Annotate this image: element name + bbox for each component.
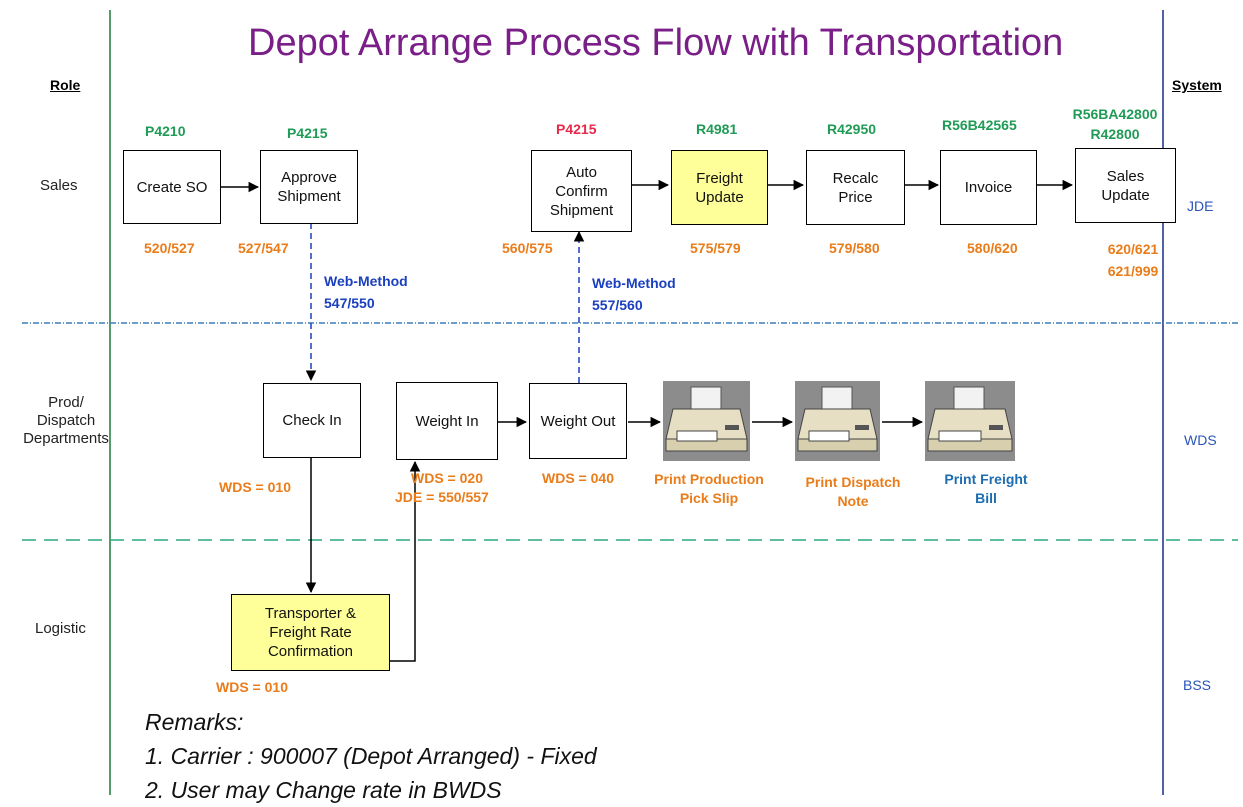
page-title: Depot Arrange Process Flow with Transpor…: [248, 22, 1064, 64]
status-code-stack: WDS = 020 JDE = 550/557: [395, 470, 489, 505]
weight-out-box: Weight Out: [529, 383, 627, 459]
system-jde: JDE: [1187, 198, 1214, 214]
print-dispatch-label: Print Dispatch Note: [805, 474, 901, 509]
print-production-label: Print Production Pick Slip: [654, 471, 764, 506]
web-method-label: Web-Method 557/560: [592, 275, 676, 313]
role-prod-dispatch: Prod/ Dispatch Departments: [23, 394, 109, 447]
program-code: P4215: [556, 121, 597, 137]
printer-icon: [925, 381, 1015, 461]
role-header: Role: [50, 77, 81, 93]
status-code: 579/580: [829, 240, 880, 256]
status-code: 520/527: [144, 240, 195, 256]
system-header: System: [1172, 77, 1222, 93]
print-freight-label: Print Freight Bill: [944, 471, 1028, 506]
program-code: R4981: [696, 121, 738, 137]
create-so-box: Create SO: [123, 150, 221, 224]
role-logistic: Logistic: [35, 620, 86, 637]
transporter-confirmation-box: Transporter & Freight Rate Confirmation: [231, 594, 390, 671]
remarks-item: 2. User may Change rate in BWDS: [145, 777, 502, 803]
remarks-heading: Remarks:: [145, 709, 244, 735]
status-code: WDS = 040: [542, 470, 614, 486]
status-code-stack: 620/621 621/999: [1107, 241, 1159, 279]
system-wds: WDS: [1184, 432, 1217, 448]
status-code: 527/547: [238, 240, 289, 256]
printer-icon: [795, 381, 880, 461]
program-code: R56B42565: [942, 117, 1017, 133]
web-method-label: Web-Method 547/550: [324, 273, 408, 311]
printer-icon: [663, 381, 750, 461]
auto-confirm-shipment-box: Auto Confirm Shipment: [531, 150, 632, 232]
status-code: 580/620: [967, 240, 1018, 256]
approve-shipment-box: Approve Shipment: [260, 150, 358, 224]
status-code: WDS = 010: [219, 479, 291, 495]
sales-update-box: Sales Update: [1075, 148, 1176, 223]
status-code: WDS = 010: [216, 679, 288, 695]
invoice-box: Invoice: [940, 150, 1037, 225]
program-code: R42950: [827, 121, 877, 137]
weight-in-box: Weight In: [396, 382, 498, 460]
system-bss: BSS: [1183, 677, 1212, 693]
freight-update-box: Freight Update: [671, 150, 768, 225]
status-code: 560/575: [502, 240, 553, 256]
remarks-item: 1. Carrier : 900007 (Depot Arranged) - F…: [145, 743, 597, 769]
program-code: P4215: [287, 125, 328, 141]
arrow-transporter-to-weightin: [390, 460, 421, 662]
remarks-block: Remarks: 1. Carrier : 900007 (Depot Arra…: [145, 705, 597, 807]
recalc-price-box: Recalc Price: [806, 150, 905, 225]
check-in-box: Check In: [263, 383, 361, 458]
program-code-stack: R56BA42800 R42800: [1072, 106, 1158, 142]
role-sales: Sales: [40, 177, 78, 194]
program-code: P4210: [145, 123, 186, 139]
status-code: 575/579: [690, 240, 741, 256]
